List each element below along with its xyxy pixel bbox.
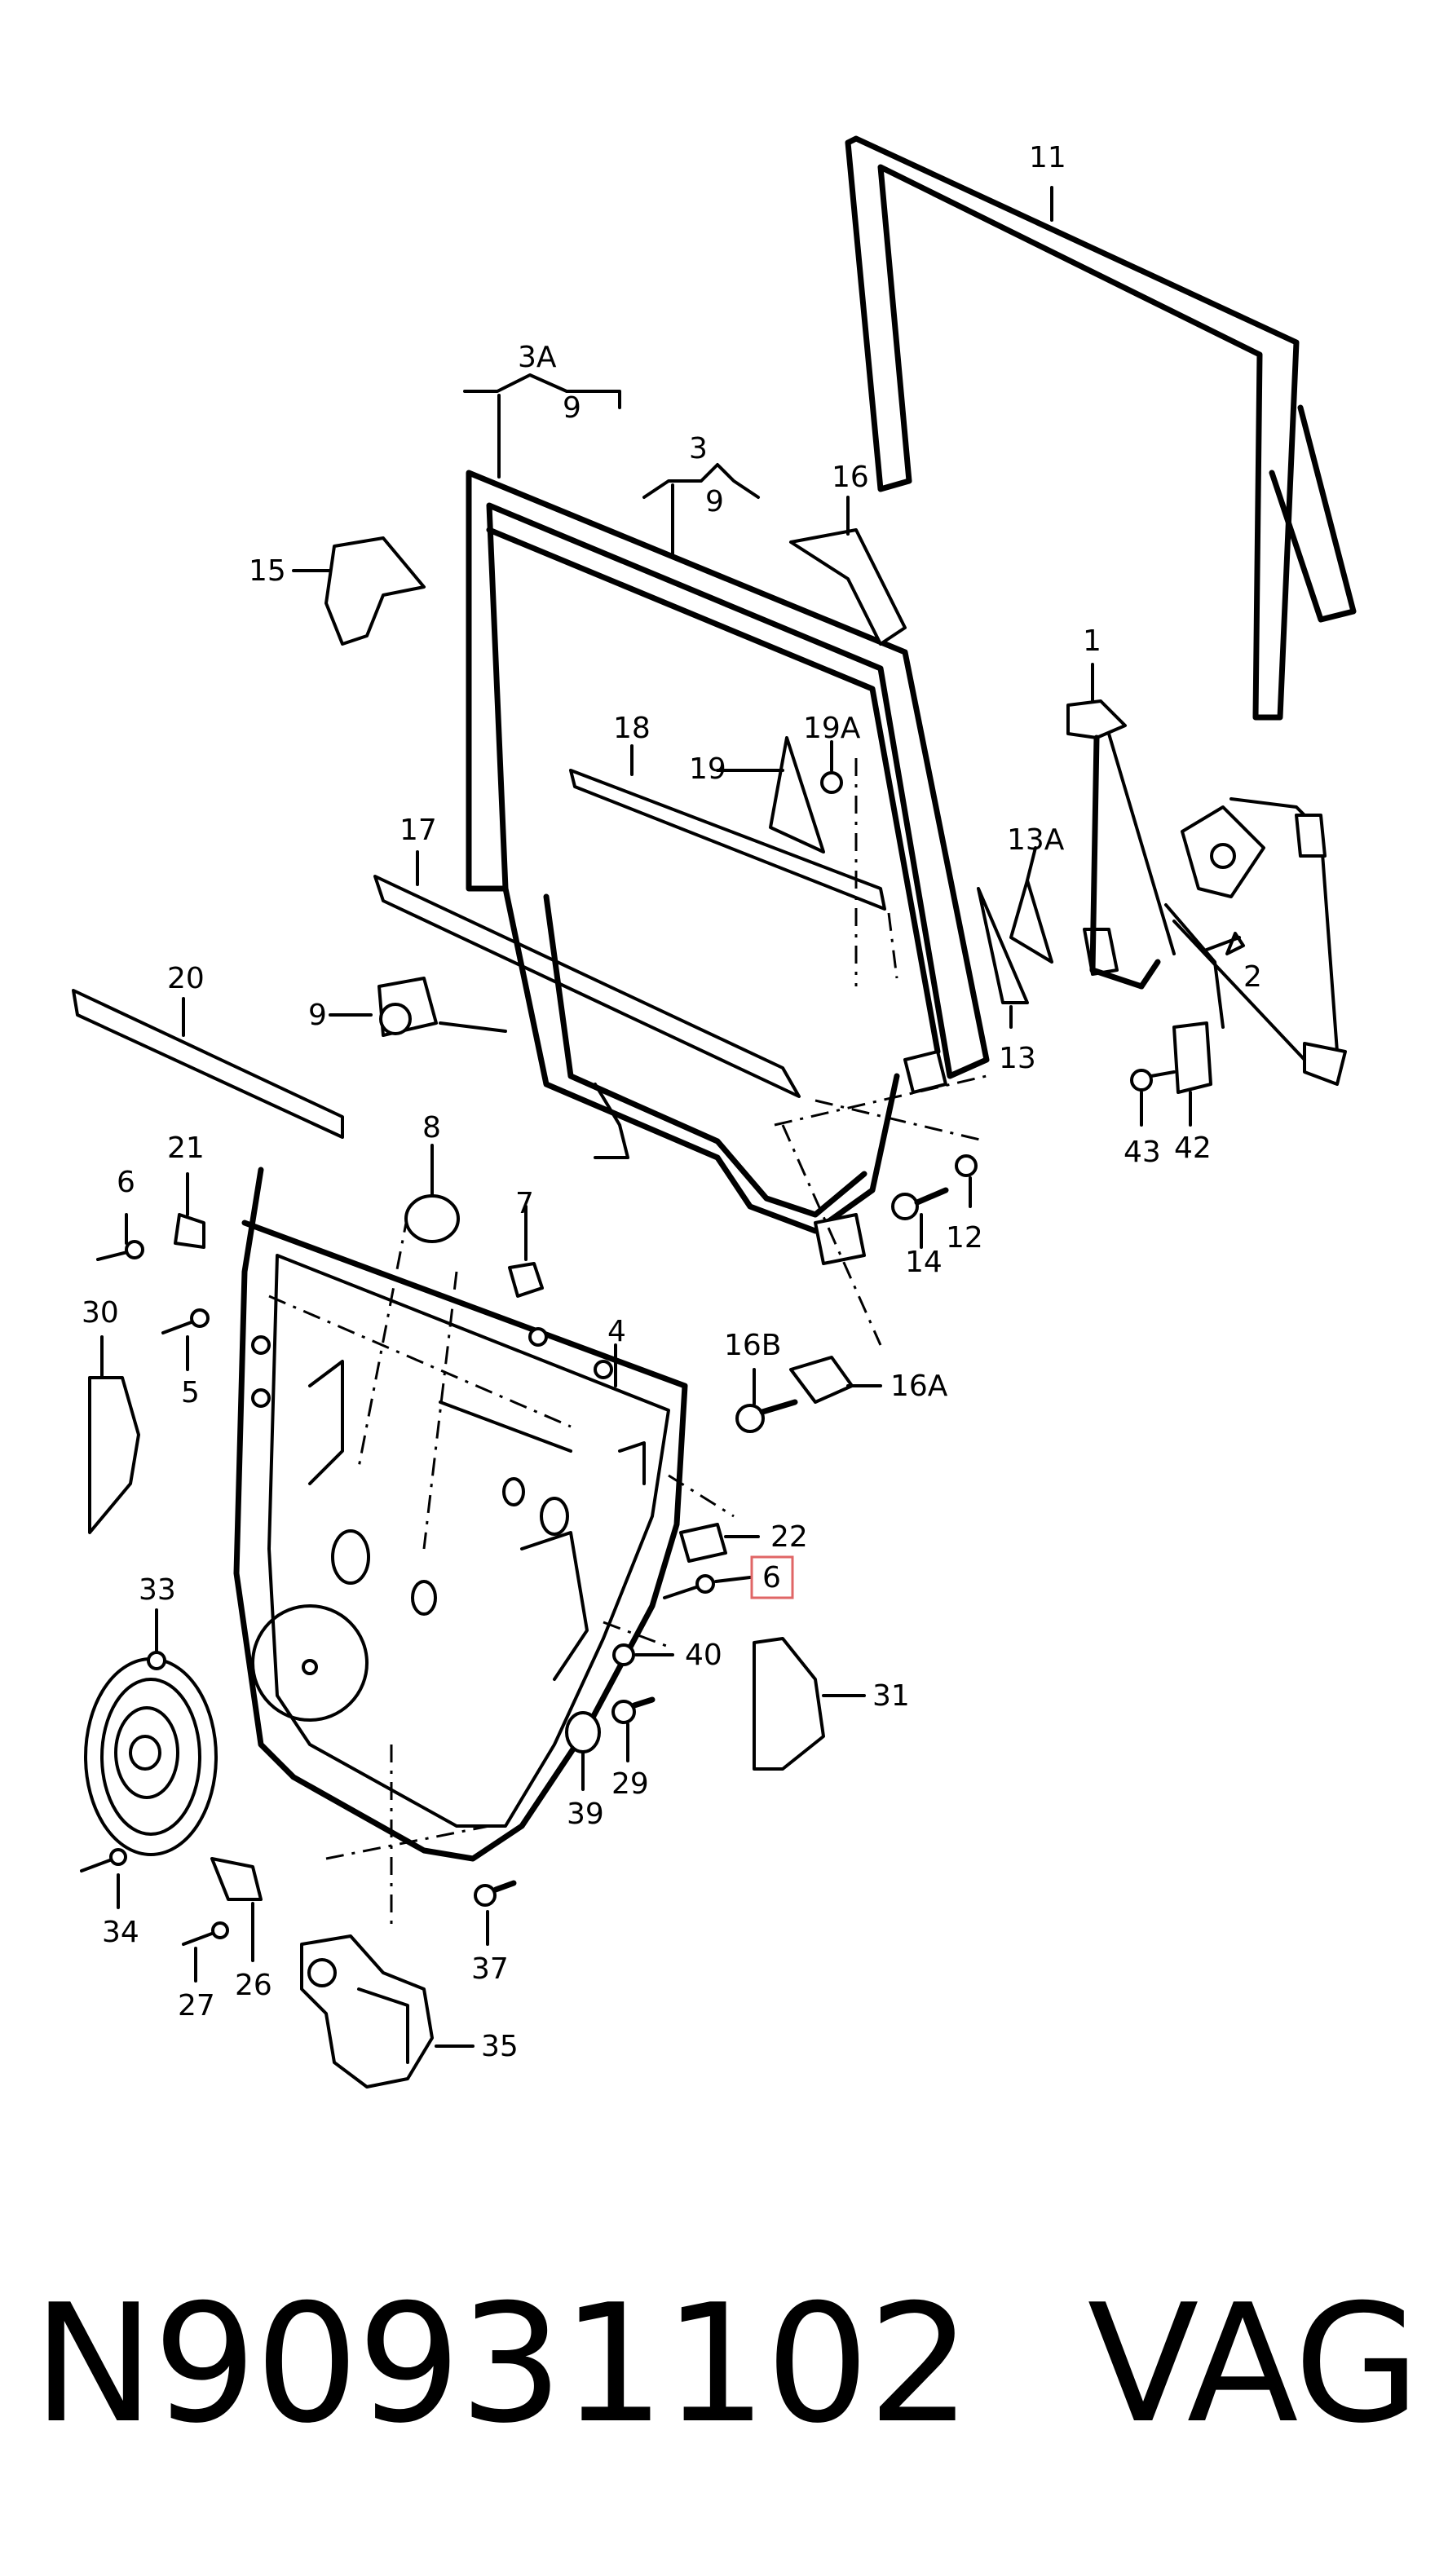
label-26: 26 bbox=[235, 1969, 272, 2002]
part-40-nut bbox=[612, 1643, 674, 1666]
label-18: 18 bbox=[613, 712, 651, 745]
part-29-bolt bbox=[611, 1696, 656, 1762]
leader-lines bbox=[268, 758, 987, 1924]
label-9-b: 9 bbox=[705, 485, 724, 518]
label-21: 21 bbox=[167, 1131, 205, 1165]
label-16b: 16B bbox=[724, 1329, 782, 1362]
label-9-c: 9 bbox=[308, 999, 327, 1032]
label-20: 20 bbox=[167, 962, 205, 995]
label-43: 43 bbox=[1124, 1136, 1161, 1169]
label-19a: 19A bbox=[803, 712, 861, 745]
part-39-cap bbox=[565, 1711, 601, 1791]
label-34: 34 bbox=[102, 1916, 139, 1949]
highlight-box bbox=[750, 1555, 794, 1599]
label-15: 15 bbox=[249, 554, 286, 588]
part-7-clip bbox=[508, 1205, 544, 1298]
part-42-clip bbox=[1172, 1021, 1212, 1127]
label-3: 3 bbox=[689, 432, 708, 465]
part-9-lock bbox=[329, 977, 507, 1037]
label-1: 1 bbox=[1083, 624, 1101, 658]
label-8: 8 bbox=[422, 1111, 441, 1145]
part-26-bracket bbox=[210, 1857, 263, 1962]
label-39: 39 bbox=[567, 1797, 604, 1831]
part-4-door-panel bbox=[233, 1167, 688, 1862]
part-37-bolt bbox=[474, 1880, 517, 1946]
label-30: 30 bbox=[82, 1296, 119, 1330]
label-6-top: 6 bbox=[117, 1166, 135, 1199]
part-13-triangle-glass bbox=[977, 846, 1053, 1029]
label-19: 19 bbox=[689, 752, 726, 786]
part-16a-bracket bbox=[789, 1356, 882, 1404]
exploded-parts-diagram: 11 3A 9 3 9 16 15 1 18 19A 19 13A 17 2 2… bbox=[72, 135, 1357, 2089]
label-16: 16 bbox=[832, 461, 869, 494]
label-5: 5 bbox=[181, 1376, 200, 1409]
label-9-a: 9 bbox=[563, 391, 581, 425]
part-20-strip bbox=[72, 989, 344, 1139]
part-17-seal-strip bbox=[373, 850, 801, 1098]
part-27-screw bbox=[182, 1921, 229, 1983]
part-34-screw bbox=[80, 1848, 127, 1909]
part-22-clip bbox=[679, 1523, 760, 1563]
label-6-highlighted: 6 bbox=[762, 1561, 781, 1595]
label-13: 13 bbox=[999, 1042, 1036, 1075]
label-33: 33 bbox=[139, 1573, 176, 1607]
label-37: 37 bbox=[471, 1952, 509, 1986]
door-frame bbox=[502, 885, 947, 1265]
label-27: 27 bbox=[178, 1989, 215, 2022]
label-14: 14 bbox=[905, 1246, 943, 1279]
label-31: 31 bbox=[872, 1679, 910, 1713]
label-29: 29 bbox=[611, 1767, 649, 1801]
part-11-window-channel bbox=[845, 135, 1357, 721]
label-16a: 16A bbox=[890, 1370, 948, 1403]
part-number: N90931102 bbox=[33, 2269, 972, 2459]
label-2: 2 bbox=[1243, 960, 1262, 994]
part-30-handle-trim bbox=[88, 1335, 140, 1534]
part-15-bracket bbox=[292, 536, 426, 646]
part-16b-bolt bbox=[735, 1368, 798, 1433]
callout-labels: 11 3A 9 3 9 16 15 1 18 19A 19 13A 17 2 2… bbox=[82, 141, 1262, 2063]
label-35: 35 bbox=[481, 2030, 519, 2063]
part-16-corner-trim bbox=[789, 496, 907, 646]
label-13a: 13A bbox=[1007, 823, 1065, 857]
part-12-nut bbox=[955, 1154, 978, 1208]
footer-caption: N90931102 VAG bbox=[33, 2258, 1420, 2470]
part-14-bolt bbox=[891, 1187, 949, 1249]
part-43-screw bbox=[1130, 1069, 1176, 1127]
label-17: 17 bbox=[400, 814, 437, 847]
label-12: 12 bbox=[946, 1221, 983, 1255]
label-7: 7 bbox=[515, 1187, 534, 1220]
label-3a: 3A bbox=[518, 341, 557, 374]
part-19-glass-piece bbox=[716, 736, 843, 854]
part-31-trim-piece bbox=[753, 1637, 866, 1771]
part-5-screw bbox=[161, 1308, 210, 1371]
label-4: 4 bbox=[607, 1315, 626, 1348]
part-6-screw-top bbox=[96, 1213, 144, 1261]
part-33-speaker bbox=[84, 1608, 218, 1856]
label-11: 11 bbox=[1029, 141, 1066, 174]
part-6-screw-highlighted bbox=[663, 1555, 794, 1599]
part-18-seal-strip bbox=[569, 744, 886, 911]
label-42: 42 bbox=[1174, 1131, 1212, 1165]
part-8-plug bbox=[404, 1144, 460, 1243]
part-3-door-seal bbox=[463, 373, 990, 1079]
part-1-window-regulator bbox=[1066, 663, 1347, 1086]
label-40: 40 bbox=[685, 1639, 722, 1672]
label-22: 22 bbox=[770, 1520, 808, 1554]
part-35-window-motor bbox=[300, 1934, 475, 2089]
brand-name: VAG bbox=[1087, 2269, 1420, 2459]
part-21-clip bbox=[174, 1172, 205, 1249]
